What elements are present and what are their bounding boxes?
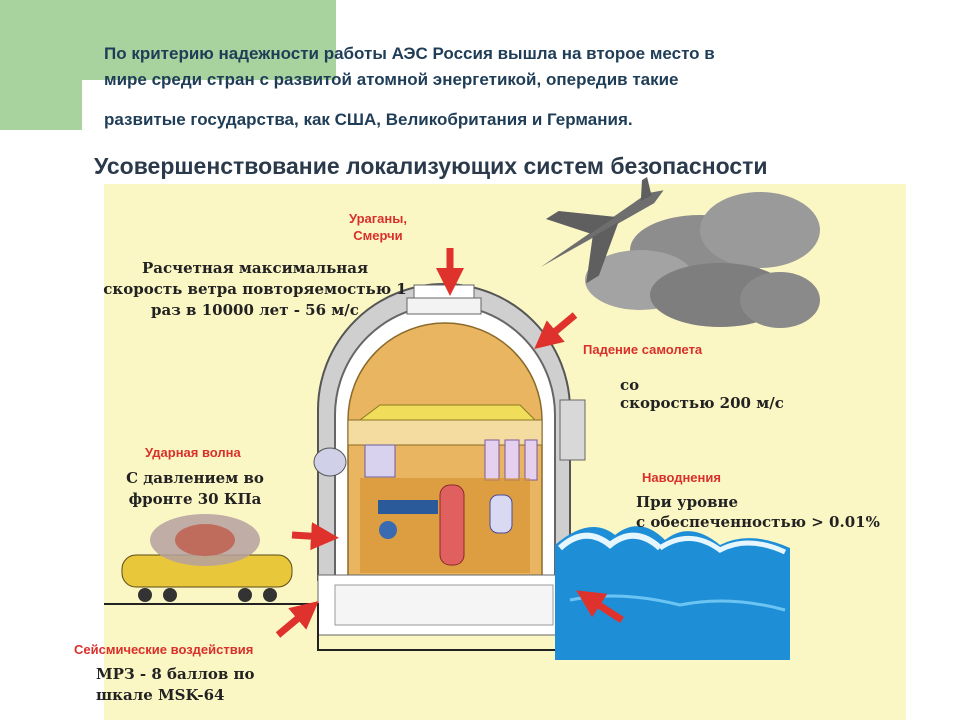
arrow-shockwave — [291, 522, 339, 551]
aircraft-icon — [540, 177, 664, 284]
hurricanes-title-2: Смерчи — [353, 228, 403, 243]
diagram-title: Усовершенствование локализующих систем б… — [94, 153, 768, 179]
aircraft-desc-2: скоростью 200 м/с — [620, 394, 784, 412]
shockwave-desc-1: С давлением во — [126, 469, 264, 487]
flood-title: Наводнения — [642, 470, 721, 485]
seismic-desc-1: МРЗ - 8 баллов по — [96, 665, 255, 683]
flood-desc-1: При уровне — [636, 493, 739, 511]
shockwave-title: Ударная волна — [145, 445, 241, 460]
flood-water — [555, 526, 790, 660]
arrow-seismic — [275, 601, 319, 638]
label-hurricanes: Ураганы, Смерчи — [349, 210, 407, 244]
hurricanes-description: Расчетная максимальная скорость ветра по… — [100, 258, 410, 321]
arrow-aircraft — [534, 312, 578, 349]
hurricanes-desc-2: скорость ветра повторяемостью 1 — [103, 280, 407, 298]
hurricanes-desc-1: Расчетная максимальная — [141, 259, 369, 277]
shockwave-description: С давлением во фронте 30 КПа — [110, 468, 280, 510]
seismic-title: Сейсмические воздействия — [74, 642, 254, 657]
storm-clouds — [585, 192, 820, 328]
containment-building — [313, 283, 586, 636]
hurricanes-title-1: Ураганы, — [349, 211, 407, 226]
header-line-1: По критерию надежности работы АЭС Россия… — [104, 44, 715, 63]
hurricanes-desc-3: раз в 10000 лет - 56 м/с — [151, 301, 359, 319]
header-line-3: развитые государства, как США, Великобри… — [104, 110, 633, 129]
tank-car-icon — [121, 514, 293, 602]
seismic-desc-2: шкале MSK-64 — [96, 686, 225, 704]
aircraft-desc-1: со — [620, 376, 640, 394]
decorative-notch — [82, 80, 336, 130]
arrow-flood — [576, 590, 624, 623]
shockwave-desc-2: фронте 30 КПа — [128, 490, 262, 508]
hazard-arrows — [275, 248, 624, 638]
aircraft-title: Падение самолета — [583, 342, 703, 357]
header-line-2: мире среди стран с развитой атомной энер… — [104, 70, 679, 89]
flood-desc-2: с обеспеченностью > 0.01% — [636, 513, 880, 531]
